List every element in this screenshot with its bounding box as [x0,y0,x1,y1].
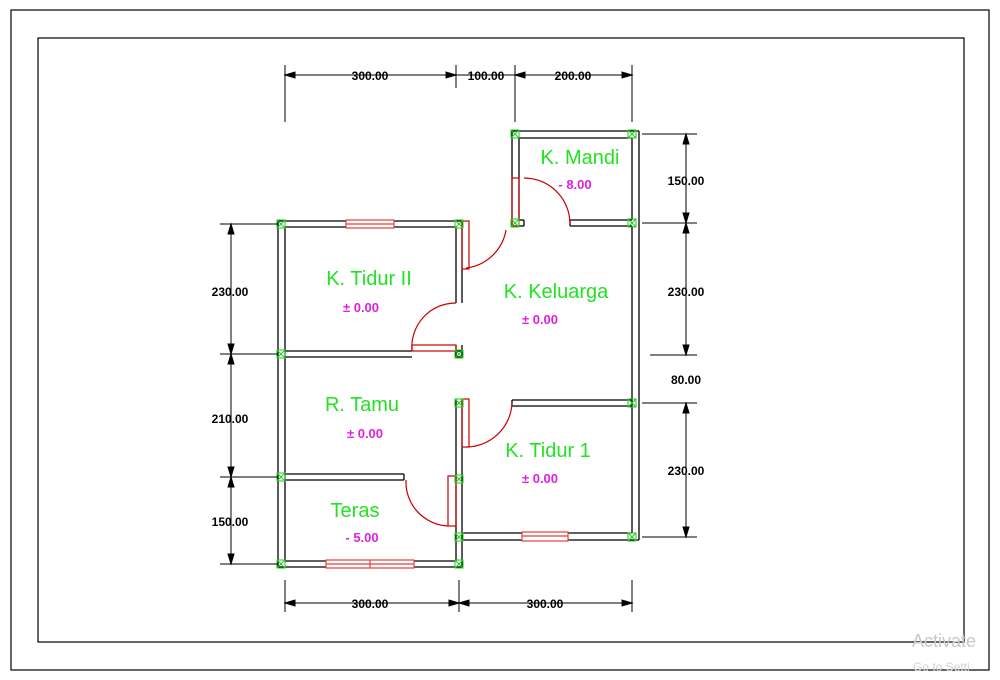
dim-left-3: 150.00 [212,515,249,529]
grid-nodes [276,129,637,569]
node-marker [510,129,520,139]
room-name-tidur2: K. Tidur II [326,268,412,290]
outer-frame [10,9,990,671]
room-elev-teras: - 5.00 [345,530,378,545]
node-marker-cross [454,349,464,359]
dim-left-1: 230.00 [212,285,249,299]
node-marker-cross [454,532,464,542]
node-marker [454,474,464,484]
dim-right-2: 230.00 [668,285,705,299]
node-marker-cross [627,532,637,542]
node-marker [627,218,637,228]
node-marker [627,129,637,139]
node-marker-cross [276,349,286,359]
dim-left-2: 210.00 [212,412,249,426]
node-marker-cross [510,218,520,228]
node-marker-cross [276,219,286,229]
room-name-tidur1: K. Tidur 1 [505,440,591,462]
node-marker [454,559,464,569]
node-marker-cross [454,219,464,229]
node-marker [454,532,464,542]
dim-top-1: 300.00 [352,69,389,83]
node-marker-cross [454,474,464,484]
node-marker-cross [276,472,286,482]
node-marker-cross [627,398,637,408]
node-marker [510,218,520,228]
dim-bottom-1: 300.00 [352,597,389,611]
room-elev-mandi: - 8.00 [558,177,591,192]
node-marker [627,532,637,542]
node-marker [627,398,637,408]
dim-right-1: 150.00 [668,174,705,188]
watermark-line1: Activate [912,631,977,651]
node-marker-cross [276,559,286,569]
room-elev-tidur1: ± 0.00 [522,471,558,486]
dim-right-3: 80.00 [671,373,701,387]
dimension-lines [220,65,697,612]
room-name-keluarga: K. Keluarga [504,281,609,303]
room-elev-tamu: ± 0.00 [347,426,383,441]
dim-bottom-2: 300.00 [527,597,564,611]
dimension-labels: 300.00 100.00 200.00 300.00 300.00 230.0… [212,69,705,611]
dim-top-2: 100.00 [468,69,505,83]
node-marker-cross [454,398,464,408]
node-marker-cross [510,129,520,139]
node-marker [454,398,464,408]
room-name-tamu: R. Tamu [325,394,399,416]
dim-right-4: 230.00 [668,464,705,478]
doors [405,177,571,527]
room-elev-keluarga: ± 0.00 [522,312,558,327]
node-marker [454,219,464,229]
room-elev-tidur2: ± 0.00 [343,300,379,315]
node-marker-cross [454,559,464,569]
node-marker-cross [627,218,637,228]
dim-top-3: 200.00 [555,69,592,83]
inner-frame [37,37,965,643]
room-name-mandi: K. Mandi [541,147,620,169]
node-marker-cross [627,129,637,139]
node-marker [454,349,464,359]
windows [325,219,569,569]
room-name-teras: Teras [331,500,380,522]
watermark-line2: Go to Setti [913,660,970,674]
room-labels: K. Mandi - 8.00 K. Tidur II ± 0.00 K. Ke… [325,147,620,545]
